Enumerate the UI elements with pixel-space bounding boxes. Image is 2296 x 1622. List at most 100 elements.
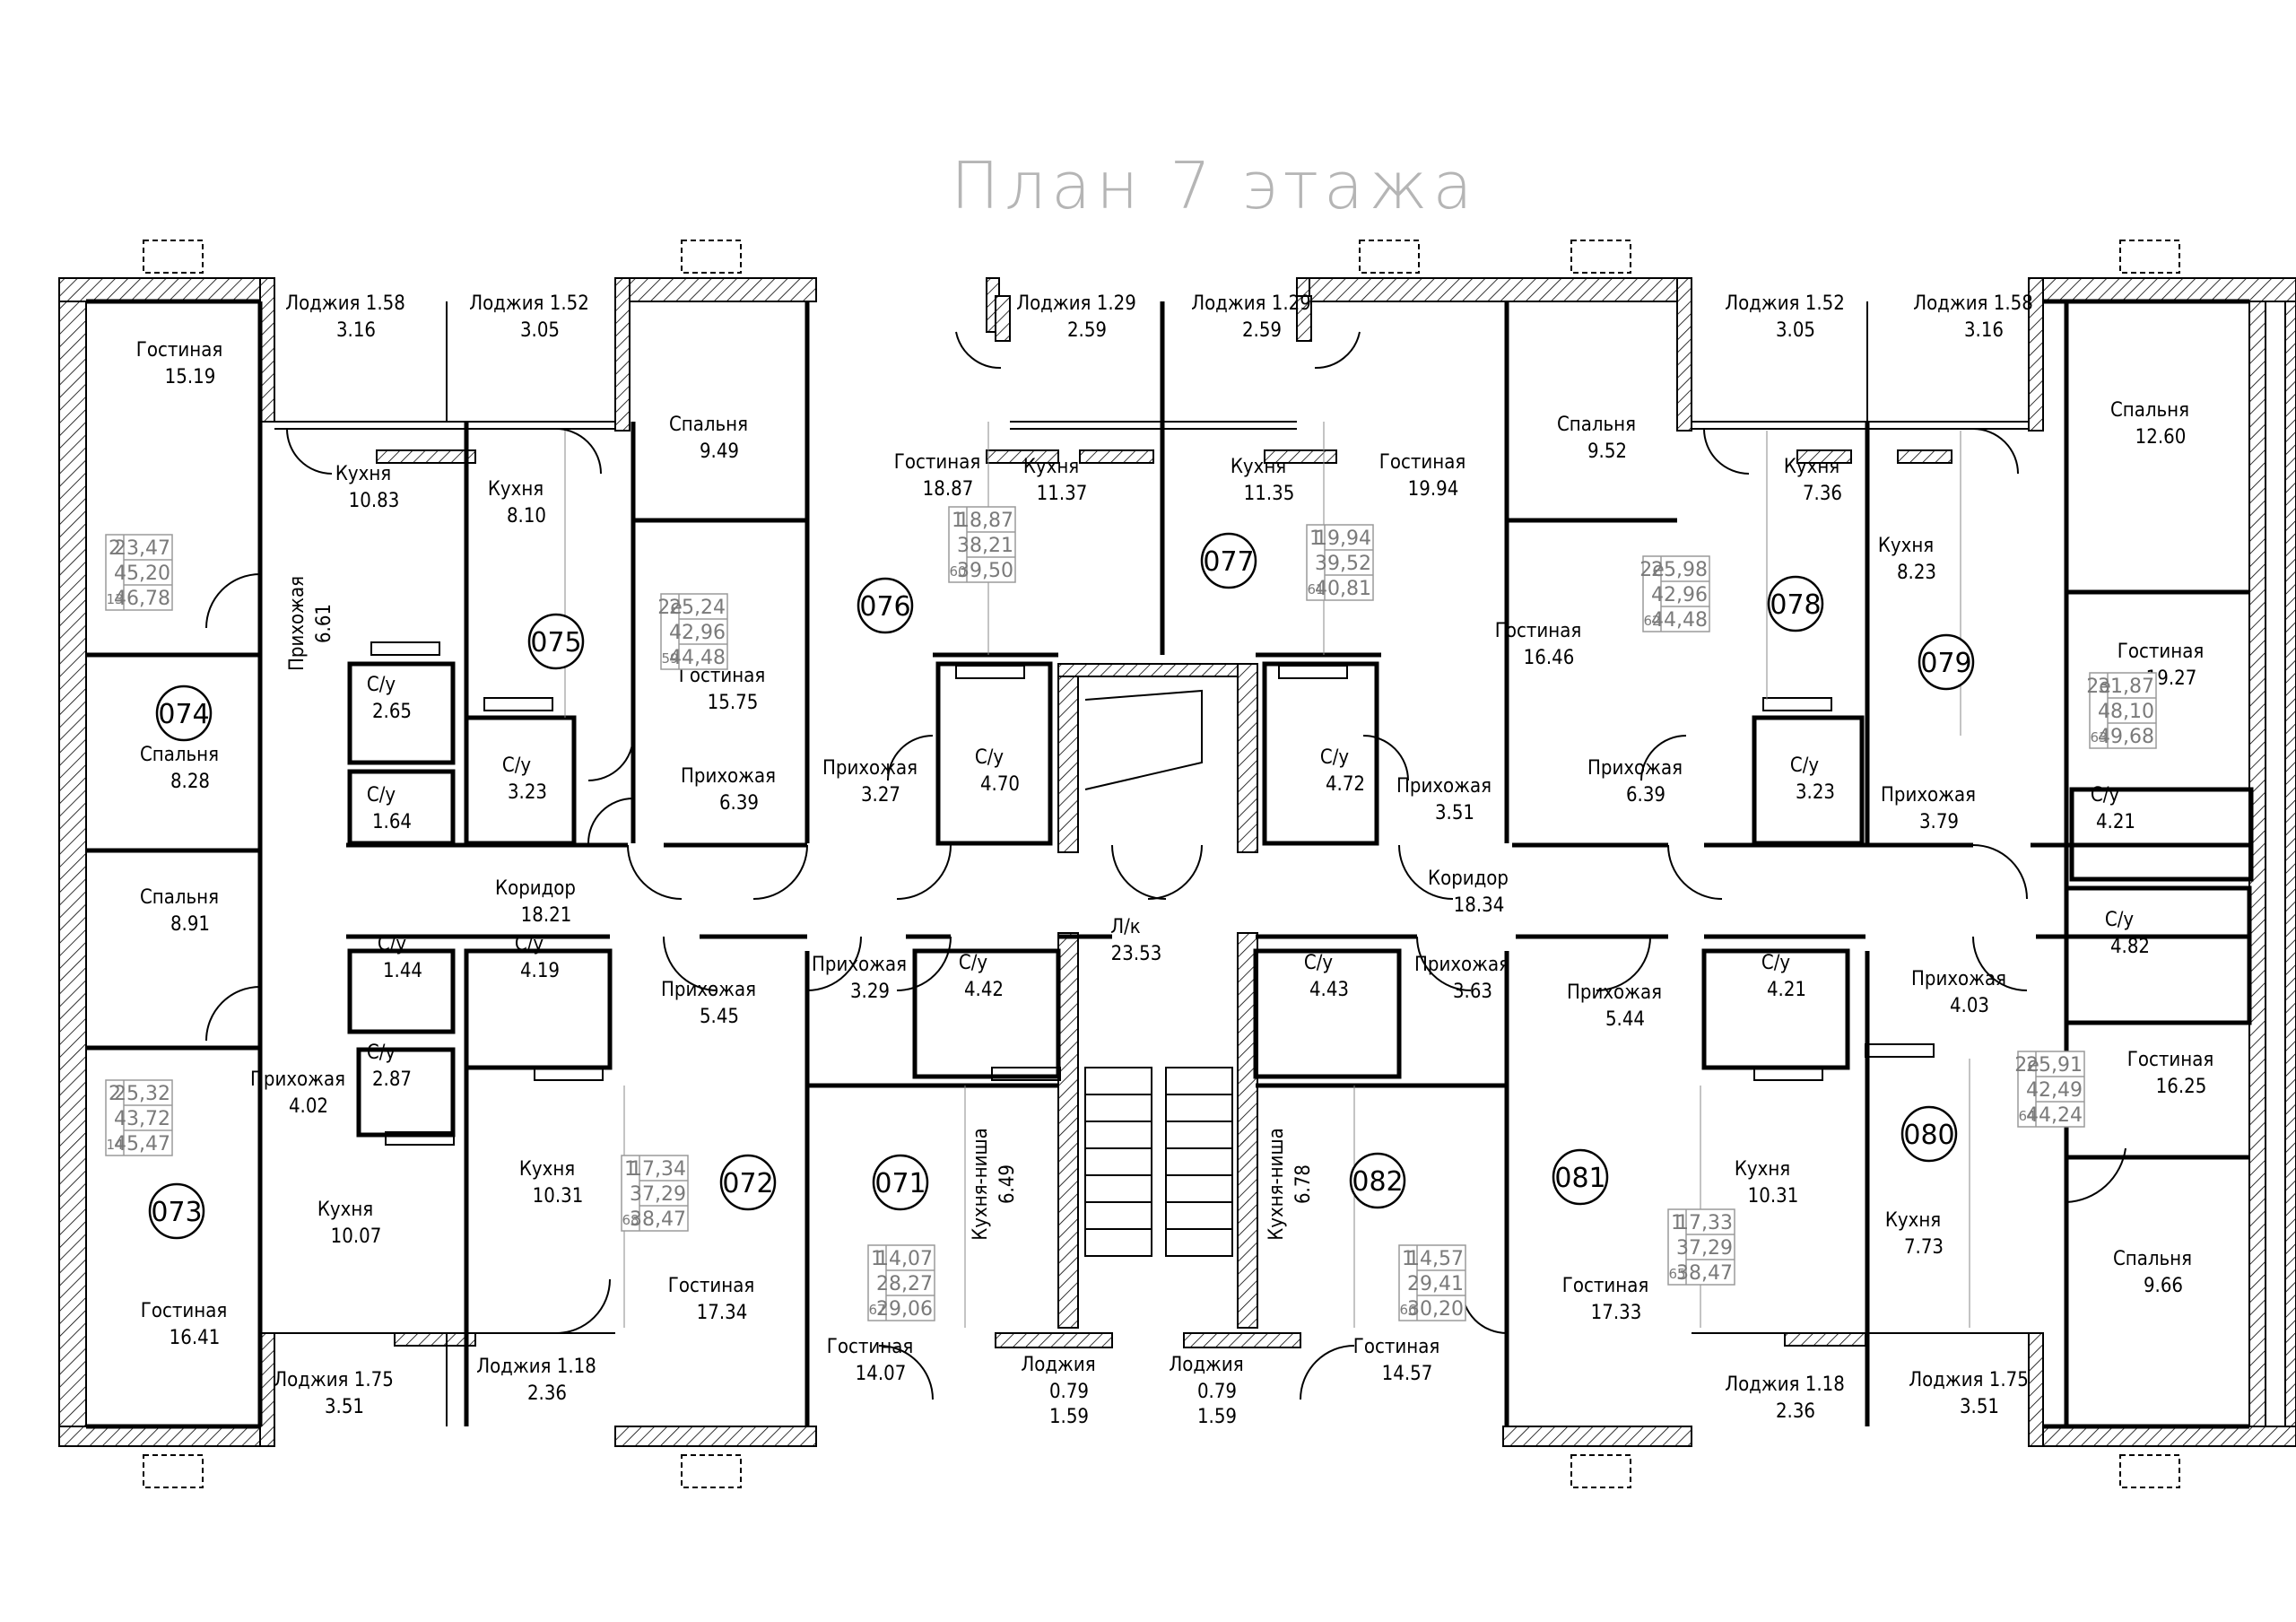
- room-label: Лоджия 1.753.51: [1909, 1369, 2029, 1418]
- apartment-room-count: 2е: [657, 597, 683, 619]
- apartment-index: 66: [1399, 1302, 1416, 1318]
- room-name: Прихожая: [1414, 954, 1509, 976]
- room-area: 3.05: [1776, 319, 1815, 342]
- apartment-circle: [872, 1154, 929, 1211]
- apartment-room-count: 1: [952, 510, 964, 532]
- room-area: 3.27: [861, 784, 900, 807]
- room-label: Лоджия 1.583.16: [285, 292, 405, 342]
- apartment-index: 59: [661, 650, 678, 667]
- room-label: Лоджия 1.292.59: [1016, 292, 1136, 342]
- room-label: Гостиная 16.25: [2127, 1049, 2213, 1098]
- room-name: Прихожая: [250, 1068, 345, 1091]
- apartment-gross-area: 30,20: [1407, 1298, 1464, 1321]
- room-name: Гостиная: [1379, 451, 1465, 474]
- room-name: Спальня: [1557, 414, 1636, 436]
- room-area: 18.87: [923, 478, 974, 501]
- room-area: 9.52: [1587, 440, 1627, 463]
- room-label: С/у4.43: [1304, 952, 1349, 1001]
- room-area: 15.75: [708, 692, 759, 714]
- room-area: 16.46: [1524, 647, 1575, 669]
- room-label: С/у4.82: [2105, 909, 2150, 958]
- room-area: 10.07: [331, 1225, 382, 1248]
- room-area: 10.31: [533, 1185, 584, 1208]
- room-name: С/у: [2105, 909, 2134, 931]
- room-name: Спальня: [2110, 399, 2189, 422]
- apartment-gross-area: 40,81: [1315, 578, 1371, 600]
- apartment-total-area: 37,29: [630, 1183, 686, 1206]
- room-label: С/у4.19: [515, 933, 560, 982]
- apartment-index: 64: [2018, 1108, 2035, 1124]
- apartment-living-area: 25,98: [1651, 559, 1708, 581]
- room-name: С/у: [1761, 952, 1790, 974]
- apartment-number: 079: [1920, 648, 1971, 679]
- room-name: Лоджия 1.29: [1191, 292, 1311, 315]
- apartment-index: 14: [106, 1137, 123, 1153]
- apartment-living-area: 25,91: [2026, 1054, 2083, 1077]
- room-name: С/у: [378, 933, 406, 955]
- apartment-number: 076: [859, 591, 910, 623]
- apartment-gross-area: 45,47: [114, 1133, 170, 1155]
- room-name: Гостиная: [2127, 1049, 2213, 1071]
- apartment-index: 67: [868, 1302, 885, 1318]
- room-area: 1.59: [1049, 1406, 1089, 1428]
- room-name: Кухня: [317, 1199, 373, 1221]
- room-name: Прихожая: [681, 765, 776, 788]
- apartment-room-count: 2е: [2014, 1054, 2039, 1077]
- apartment-room-count: 2е: [2086, 676, 2111, 698]
- room-area: 0.79: [1197, 1381, 1237, 1403]
- room-area: 3.05: [520, 319, 560, 342]
- room-area: 17.34: [697, 1302, 748, 1324]
- room-name: Прихожая: [1587, 757, 1683, 780]
- apartment-number: 081: [1554, 1163, 1605, 1194]
- room-name: Спальня: [669, 414, 748, 436]
- room-area: 3.23: [1796, 781, 1835, 804]
- apartment-gross-area: 44,24: [2026, 1104, 2083, 1127]
- room-label: Спальня 9.52: [1557, 414, 1636, 463]
- room-name: Кухня-ниша: [970, 1128, 992, 1241]
- room-area: 4.43: [1309, 979, 1349, 1001]
- room-area: 14.57: [1382, 1363, 1433, 1385]
- room-label: Лоджия 1.753.51: [274, 1369, 394, 1418]
- apartment-total-area: 28,27: [876, 1273, 933, 1295]
- room-label: С/у4.42: [959, 952, 1004, 1001]
- room-name: С/у: [959, 952, 987, 974]
- room-area: 8.10: [507, 505, 546, 528]
- room-name: Прихожая: [1911, 968, 2006, 990]
- room-name: Гостиная: [2118, 641, 2204, 663]
- apartment-total-area: 42,96: [669, 622, 726, 644]
- apartment-total-area: 37,29: [1676, 1237, 1733, 1260]
- room-area: 8.28: [170, 771, 210, 793]
- room-label: С/у4.70: [975, 746, 1020, 796]
- room-name: Прихожая: [1881, 784, 1976, 807]
- room-area: 7.36: [1803, 483, 1842, 505]
- room-area: 7.73: [1904, 1236, 1944, 1259]
- apartment-room-count: 2: [109, 1083, 121, 1105]
- room-name: Гостиная: [136, 339, 222, 362]
- room-area: 9.49: [700, 440, 739, 463]
- room-name: Кухня-ниша: [1265, 1128, 1288, 1241]
- room-label: С/у3.23: [1790, 754, 1835, 804]
- apartment-number: 082: [1352, 1166, 1403, 1198]
- apartment-room-count: 1: [624, 1158, 637, 1181]
- apartment-total-area: 42,49: [2026, 1079, 2083, 1102]
- room-name: Лоджия 1.58: [1913, 292, 2033, 315]
- room-area: 3.16: [336, 319, 376, 342]
- room-area: 16.25: [2156, 1076, 2207, 1098]
